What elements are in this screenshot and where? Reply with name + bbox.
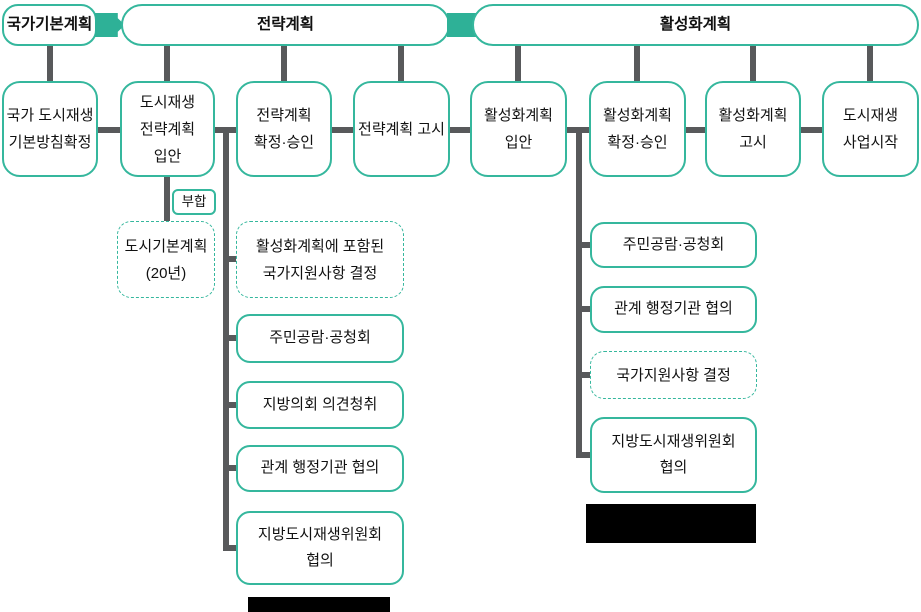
conform-tag: 부합 [172,189,216,215]
substep-related-agency-consultation: 관계 행정기관 협의 [590,286,757,333]
step-activation-plan-notice: 활성화계획 고시 [705,81,801,177]
connector [867,46,873,81]
connector [750,46,756,81]
substep-national-support-decision-included: 활성화계획에 포함된 국가지원사항 결정 [236,221,404,298]
connector [223,335,239,341]
connector [576,242,592,248]
substep-public-inspection-hearing: 주민공람·공청회 [236,314,404,363]
step-strategic-plan-draft: 도시재생 전략계획 입안 [120,81,215,177]
substep-public-inspection-hearing: 주민공람·공청회 [590,222,757,268]
step-activation-plan-draft: 활성화계획 입안 [470,81,567,177]
substep-national-support-decision: 국가지원사항 결정 [590,351,757,399]
connector [50,127,870,133]
connector [634,46,640,81]
substep-local-council-opinion: 지방의회 의견청취 [236,381,404,429]
substep-local-regeneration-committee: 지방도시재생위원회 협의 [236,511,404,585]
substep-related-agency-consultation: 관계 행정기관 협의 [236,445,404,492]
connector [223,256,239,262]
redacted-caption-bar [586,504,756,543]
phase-activation-plan: 활성화계획 [472,4,919,46]
step-national-guideline-confirm: 국가 도시재생 기본방침확정 [2,81,98,177]
substep-local-regeneration-committee: 지방도시재생위원회 협의 [590,417,757,493]
phase-strategic-plan: 전략계획 [121,4,450,46]
step-strategic-plan-approval: 전략계획 확정·승인 [236,81,332,177]
connector [515,46,521,81]
connector [281,46,287,81]
connector [223,402,239,408]
connector [164,46,170,81]
connector [576,306,592,312]
connector [47,46,53,81]
step-project-start: 도시재생 사업시작 [822,81,919,177]
phase-national-basic-plan: 국가기본계획 [2,4,97,46]
connector [223,545,239,551]
connector [576,452,592,458]
step-strategic-plan-notice: 전략계획 고시 [353,81,450,177]
connector [164,177,170,221]
connector [223,465,239,471]
redacted-caption-bar [248,597,390,612]
urban-master-plan-box: 도시기본계획 (20년) [117,221,215,298]
connector [398,46,404,81]
step-activation-plan-approval: 활성화계획 확정·승인 [589,81,686,177]
connector [576,127,582,458]
connector [576,372,592,378]
